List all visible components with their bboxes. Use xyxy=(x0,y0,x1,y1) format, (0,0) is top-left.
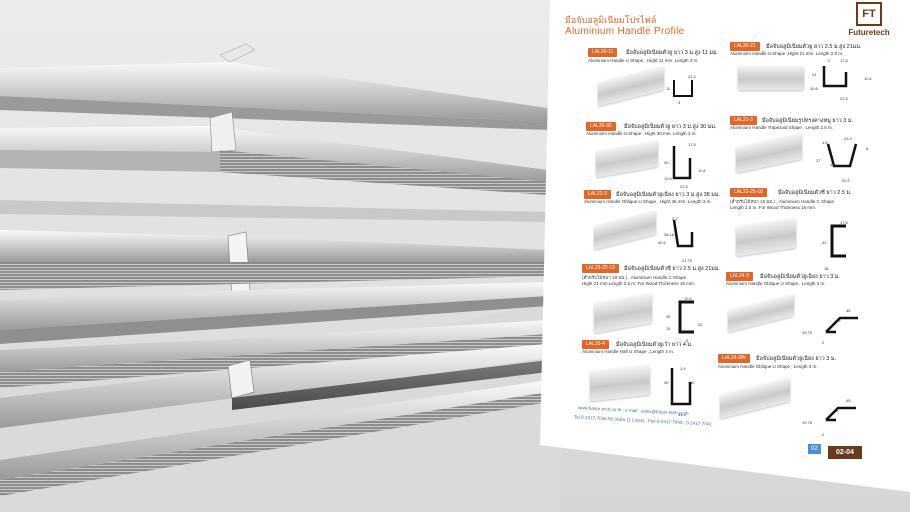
profile-6 xyxy=(0,344,548,428)
profile-4 xyxy=(0,282,548,344)
profile-2 xyxy=(0,111,548,195)
profile-3 xyxy=(0,200,548,301)
profile-7 xyxy=(0,380,548,496)
profile-1 xyxy=(0,43,548,130)
profile-5 xyxy=(0,320,548,388)
